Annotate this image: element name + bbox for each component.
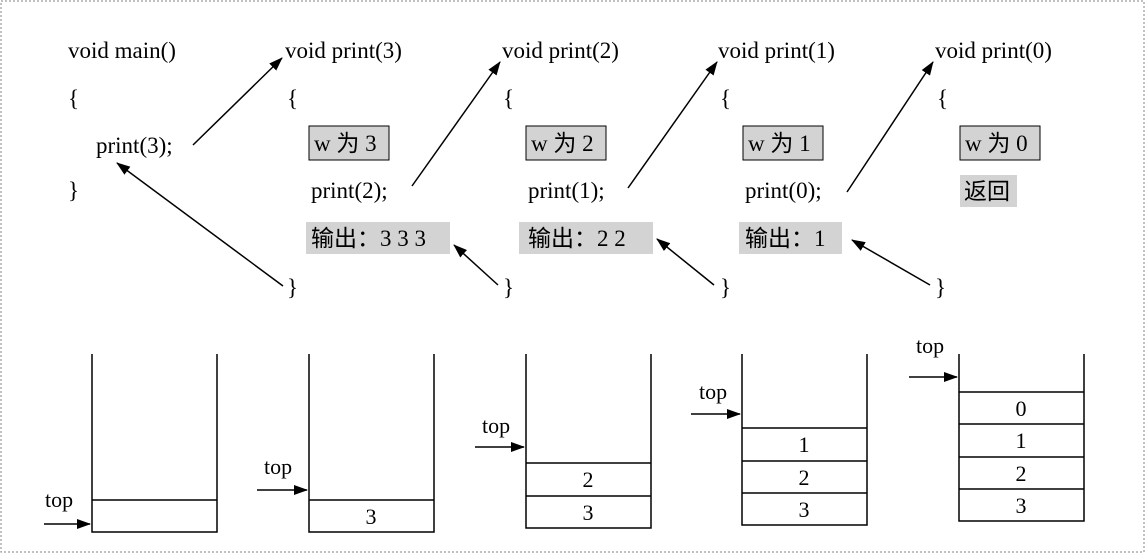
stack-2: 3 top	[257, 354, 435, 533]
close-brace-print0: }	[935, 275, 946, 300]
stack-5-cell: 1	[1016, 428, 1027, 453]
call-arrow-main-to-print3	[192, 57, 283, 146]
function-print0: void print(0) { w 为 0 返回 }	[935, 38, 1052, 300]
stack-5-cell: 2	[1016, 461, 1027, 486]
signature-print1: void print(1)	[718, 38, 835, 63]
assign-box-print1	[742, 125, 824, 161]
output-print1: 输出：1	[745, 226, 826, 251]
assign-box-print2	[525, 125, 607, 161]
stack-3: 2 3 top	[475, 354, 652, 529]
return-arrow-print3-to-main	[116, 162, 284, 287]
close-brace-print3: }	[287, 275, 298, 300]
call-print1: print(0);	[745, 178, 822, 203]
return-print0: 返回	[964, 179, 1010, 204]
call-arrow-print1-to-print0	[846, 61, 934, 193]
call-arrow-print2-to-print1	[627, 61, 718, 189]
stack-2-walls	[308, 354, 435, 533]
return-box-print0	[960, 175, 1017, 207]
open-brace-print1: {	[720, 86, 731, 111]
stack-5-cell: 3	[1016, 493, 1027, 518]
open-brace-print0: {	[937, 86, 948, 111]
stack-3-top-label: top	[482, 413, 510, 438]
stack-5-cell: 0	[1016, 396, 1027, 421]
call-arrows	[116, 57, 934, 287]
return-arrow-print2-to-print3	[453, 244, 499, 286]
function-print3: void print(3) { w 为 3 print(2); 输出：3 3 3…	[285, 38, 450, 300]
stack-1-top-label: top	[45, 487, 73, 512]
stack-4-cell: 1	[799, 432, 810, 457]
assign-print3: w 为 3	[314, 131, 377, 156]
stack-2-top-label: top	[264, 454, 292, 479]
stack-1-walls	[91, 354, 218, 533]
open-brace-main: {	[68, 86, 79, 111]
output-print3: 输出：3 3 3	[311, 226, 426, 251]
stack-4-cell: 3	[799, 497, 810, 522]
stack-5-top-label: top	[916, 333, 944, 358]
close-brace-main: }	[68, 178, 79, 203]
stack-5: 0 1 2 3 top	[909, 333, 1085, 522]
stack-2-cell: 3	[366, 504, 377, 529]
function-main: void main() { print(3); }	[68, 38, 176, 203]
close-brace-print1: }	[720, 275, 731, 300]
call-main: print(3);	[96, 133, 173, 158]
stack-4: 1 2 3 top	[691, 354, 868, 526]
open-brace-print3: {	[287, 86, 298, 111]
assign-box-print0	[959, 125, 1041, 161]
open-brace-print2: {	[503, 86, 514, 111]
signature-print0: void print(0)	[935, 38, 1052, 63]
assign-box-print3	[308, 125, 390, 161]
return-arrow-print0-to-print1	[851, 239, 931, 286]
stack-3-cell: 3	[583, 500, 594, 525]
assign-print0: w 为 0	[965, 131, 1028, 156]
stack-3-cell: 2	[583, 467, 594, 492]
close-brace-print2: }	[503, 275, 514, 300]
output-box-print2	[519, 222, 653, 254]
stack-3-walls	[525, 354, 652, 529]
stack-4-top-label: top	[699, 379, 727, 404]
call-print3: print(2);	[311, 178, 388, 203]
function-print2: void print(2) { w 为 2 print(1); 输出：2 2 }	[502, 38, 653, 300]
function-print1: void print(1) { w 为 1 print(0); 输出：1 }	[718, 38, 842, 300]
output-box-print3	[306, 222, 450, 254]
call-arrow-print3-to-print2	[411, 61, 501, 187]
assign-print1: w 为 1	[748, 131, 811, 156]
output-box-print1	[739, 222, 842, 254]
assign-print2: w 为 2	[531, 131, 594, 156]
signature-print2: void print(2)	[502, 38, 619, 63]
output-print2: 输出：2 2	[528, 226, 626, 251]
stack-4-walls	[741, 354, 868, 526]
stack-1: top	[44, 354, 218, 533]
stack-5-walls	[958, 354, 1085, 522]
call-print2: print(1);	[528, 178, 605, 203]
signature-print3: void print(3)	[285, 38, 402, 63]
stack-4-cell: 2	[799, 465, 810, 490]
signature-main: void main()	[68, 38, 176, 63]
return-arrow-print1-to-print2	[656, 238, 715, 286]
